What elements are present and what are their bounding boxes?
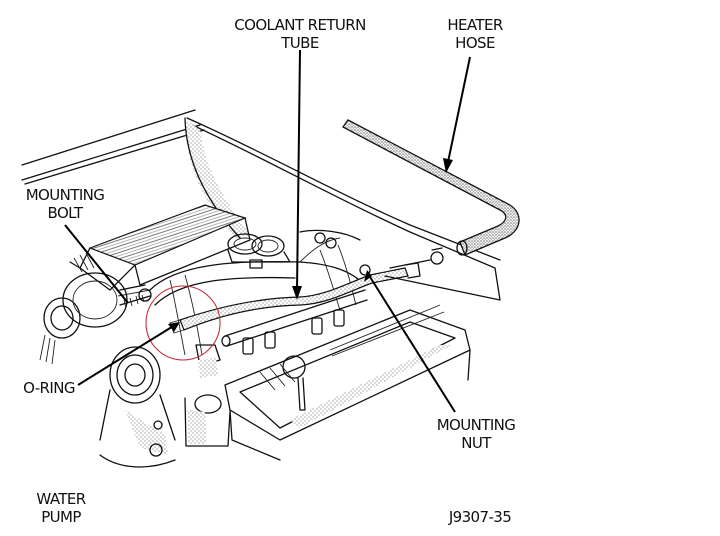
label-coolant-return-tube: COOLANT RETURN TUBE — [230, 16, 370, 52]
label-water-pump-line1: WATER — [36, 490, 86, 508]
leader-coolant-return-tube — [292, 49, 302, 300]
label-o-ring: O-RING — [18, 379, 80, 397]
label-heater-hose-line1: HEATER — [447, 16, 503, 34]
label-water-pump-line2: PUMP — [41, 508, 81, 526]
label-water-pump: WATER PUMP — [30, 490, 92, 526]
leader-heater-hose — [443, 56, 471, 173]
reservoir — [184, 344, 231, 447]
heater-hose-part — [342, 119, 520, 301]
label-mounting-bolt: MOUNTING BOLT — [18, 186, 112, 222]
leader-o-ring — [77, 322, 180, 386]
label-mounting-nut: MOUNTING NUT — [428, 416, 524, 452]
label-mounting-bolt-line2: BOLT — [47, 204, 83, 222]
label-coolant-return-tube-line2: TUBE — [281, 34, 319, 52]
label-o-ring-line1: O-RING — [23, 379, 75, 397]
air-cleaner — [69, 204, 251, 291]
alternator — [39, 272, 152, 365]
water-pump-pulley — [99, 346, 176, 468]
label-mounting-nut-line1: MOUNTING — [436, 416, 516, 434]
injector — [242, 309, 345, 355]
coolant-return-tube-part — [169, 262, 421, 334]
leader-mounting-bolt — [64, 224, 129, 304]
highlight-circle — [145, 285, 221, 361]
fuel-rail — [221, 289, 368, 355]
label-coolant-return-tube-line1: COOLANT RETURN — [234, 16, 366, 34]
leader-mounting-nut — [364, 270, 456, 413]
valve-cover — [224, 304, 471, 461]
label-mounting-bolt-line1: MOUNTING — [25, 186, 105, 204]
label-heater-hose-line2: HOSE — [455, 34, 495, 52]
mounting-bolt-part — [119, 294, 151, 309]
label-heater-hose: HEATER HOSE — [440, 16, 510, 52]
figure-id: J9307-35 — [448, 508, 512, 526]
label-mounting-nut-line2: NUT — [461, 434, 491, 452]
intake-manifold — [149, 229, 366, 356]
